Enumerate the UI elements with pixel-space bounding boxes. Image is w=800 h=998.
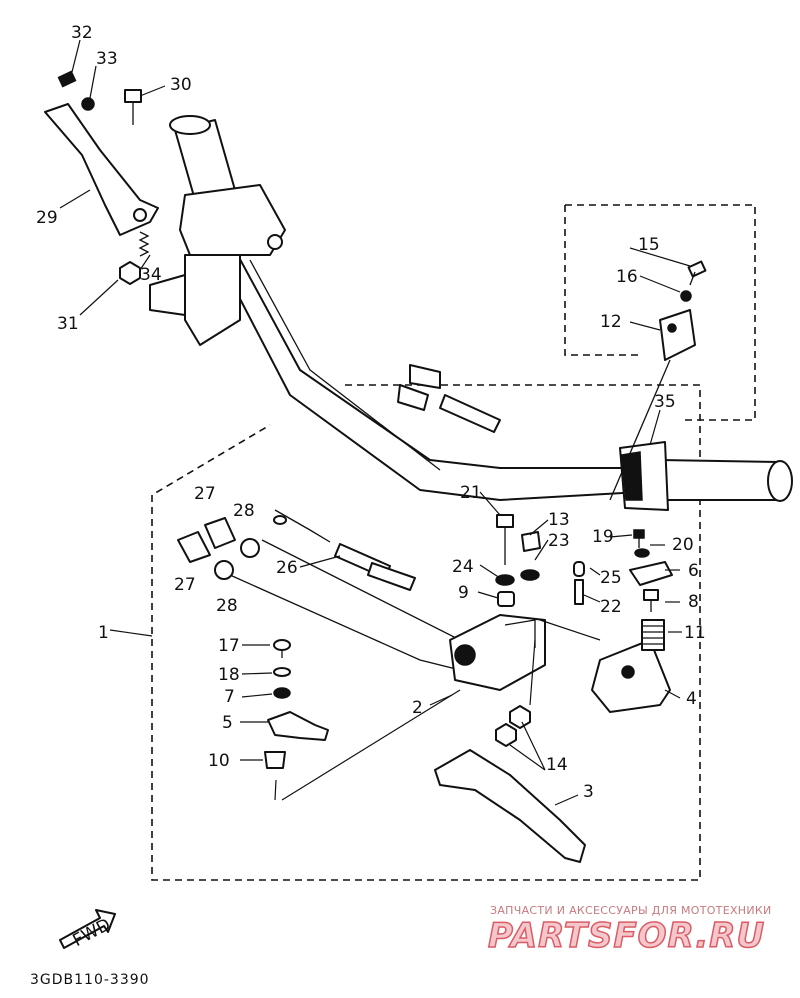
callout-9: 9 bbox=[458, 583, 469, 603]
washer-24 bbox=[495, 574, 515, 586]
wire-harness bbox=[397, 364, 501, 433]
bolt-30 bbox=[124, 89, 142, 125]
washer-23 bbox=[520, 569, 540, 581]
watermark-logo: PARTSFOR.RU bbox=[487, 915, 766, 957]
nut-14-top bbox=[509, 705, 531, 729]
callout-28-top: 28 bbox=[233, 501, 255, 521]
rubber-25 bbox=[573, 561, 585, 577]
nut-14-bottom bbox=[495, 723, 517, 747]
callout-33: 33 bbox=[96, 49, 118, 69]
callout-13: 13 bbox=[548, 510, 570, 530]
callout-15: 15 bbox=[638, 235, 660, 255]
adjuster-27-bottom bbox=[177, 531, 211, 563]
callout-18: 18 bbox=[218, 665, 240, 685]
callout-26: 26 bbox=[276, 558, 298, 578]
callout-17: 17 bbox=[218, 636, 240, 656]
rod-22 bbox=[574, 579, 584, 605]
callout-14: 14 bbox=[546, 755, 568, 775]
adjuster-27-top bbox=[204, 517, 236, 549]
bolt-32 bbox=[57, 70, 77, 88]
washer-20 bbox=[634, 548, 650, 558]
right-grip bbox=[619, 441, 793, 511]
lever-3 bbox=[434, 749, 586, 863]
callout-12: 12 bbox=[600, 312, 622, 332]
callout-4: 4 bbox=[686, 689, 697, 709]
spring-10 bbox=[264, 751, 286, 769]
cable-26 bbox=[229, 509, 461, 671]
fwd-label: FWD bbox=[70, 915, 114, 951]
callout-24: 24 bbox=[452, 557, 474, 577]
washer-33 bbox=[81, 97, 95, 111]
locknut-28-top bbox=[240, 538, 260, 558]
callout-22: 22 bbox=[600, 597, 622, 617]
left-lever-29 bbox=[44, 103, 159, 236]
callout-32: 32 bbox=[71, 23, 93, 43]
callout-6: 6 bbox=[688, 561, 699, 581]
callout-3: 3 bbox=[583, 782, 594, 802]
callout-7: 7 bbox=[224, 687, 235, 707]
callout-27-top: 27 bbox=[194, 484, 216, 504]
callout-8: 8 bbox=[688, 592, 699, 612]
callout-16: 16 bbox=[616, 267, 638, 287]
switch-group-outline-left bbox=[564, 205, 640, 356]
screw-15 bbox=[687, 260, 707, 286]
callout-31: 31 bbox=[57, 314, 79, 334]
screw-19 bbox=[633, 529, 645, 548]
fwd-arrow bbox=[59, 909, 116, 949]
washer-7 bbox=[273, 687, 291, 699]
callout-29: 29 bbox=[36, 208, 58, 228]
washer-16 bbox=[680, 290, 692, 302]
callout-5: 5 bbox=[222, 713, 233, 733]
assembly-group-outline bbox=[151, 384, 701, 881]
callout-28-bottom: 28 bbox=[216, 596, 238, 616]
switch-lever-5 bbox=[267, 711, 329, 741]
callout-2: 2 bbox=[412, 698, 423, 718]
watermark-caption: ЗАПЧАСТИ И АКСЕССУАРЫ ДЛЯ МОТОТЕХНИКИ bbox=[490, 904, 772, 917]
callout-1: 1 bbox=[98, 623, 109, 643]
callout-21: 21 bbox=[460, 483, 482, 503]
spring-34 bbox=[138, 231, 150, 257]
bracket-12 bbox=[609, 309, 696, 501]
nut-31 bbox=[119, 261, 141, 285]
spring-11 bbox=[641, 619, 665, 651]
pin-8 bbox=[643, 589, 659, 612]
callout-leaders bbox=[59, 39, 691, 806]
washer-18 bbox=[273, 667, 291, 677]
callout-23: 23 bbox=[548, 531, 570, 551]
collar-9 bbox=[497, 591, 515, 607]
lever-holder-2 bbox=[449, 614, 546, 691]
assembly-1-leader bbox=[109, 629, 153, 637]
callout-19: 19 bbox=[592, 527, 614, 547]
callout-35: 35 bbox=[654, 392, 676, 412]
assembly-lines bbox=[274, 619, 601, 801]
callout-25: 25 bbox=[600, 568, 622, 588]
left-switch-housing bbox=[149, 184, 286, 346]
diagram-code: 3GDB110-3390 bbox=[30, 972, 150, 988]
callout-10: 10 bbox=[208, 751, 230, 771]
handlebar bbox=[169, 115, 641, 501]
switch-group-outline bbox=[565, 204, 756, 421]
callout-labels: 1 2 3 4 5 6 7 8 9 10 11 12 13 14 15 16 1… bbox=[36, 23, 706, 802]
callout-20: 20 bbox=[672, 535, 694, 555]
callout-11: 11 bbox=[684, 623, 706, 643]
callout-34: 34 bbox=[140, 265, 162, 285]
callout-30: 30 bbox=[170, 75, 192, 95]
callout-27-bottom: 27 bbox=[174, 575, 196, 595]
screw-17 bbox=[273, 639, 291, 658]
bolt-21 bbox=[496, 514, 514, 565]
plate-6 bbox=[629, 561, 673, 586]
locknut-28-bottom bbox=[214, 560, 234, 580]
